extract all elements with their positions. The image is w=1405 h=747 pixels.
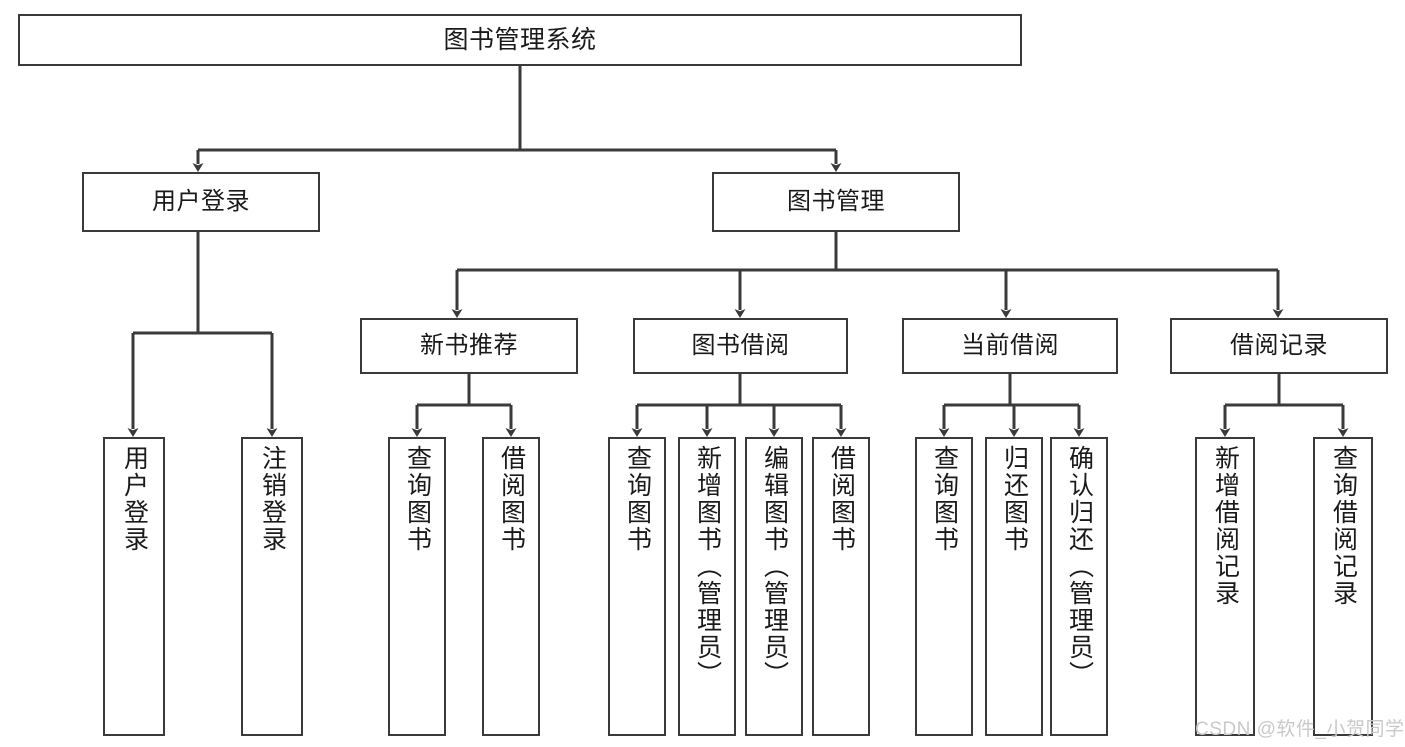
- node-leaf-add-book-admin[interactable]: 新增图书（管理员）: [678, 437, 736, 736]
- node-user-login[interactable]: 用户登录: [82, 172, 320, 232]
- node-label: 新书推荐: [420, 331, 518, 359]
- node-label: 图书管理: [787, 187, 885, 215]
- node-leaf-user-login[interactable]: 用户登录: [103, 437, 165, 736]
- node-label: 注销登录: [258, 445, 287, 553]
- node-label: 借阅图书: [497, 445, 526, 553]
- node-label: 查询图书: [930, 445, 959, 553]
- node-label: 当前借阅: [961, 331, 1059, 359]
- node-borrow-record[interactable]: 借阅记录: [1170, 318, 1388, 374]
- node-leaf-edit-book-admin[interactable]: 编辑图书（管理员）: [745, 437, 803, 736]
- node-current-borrow[interactable]: 当前借阅: [902, 318, 1118, 374]
- node-label: 查询图书: [403, 445, 432, 553]
- node-new-book-recommend[interactable]: 新书推荐: [360, 318, 578, 374]
- node-book-management[interactable]: 图书管理: [712, 172, 960, 232]
- watermark: CSDN @软件_小贺同学: [1195, 719, 1405, 740]
- node-leaf-query-book-current[interactable]: 查询图书: [915, 437, 973, 736]
- node-label: 查询图书: [623, 445, 652, 553]
- node-leaf-query-book-borrow[interactable]: 查询图书: [608, 437, 666, 736]
- node-leaf-confirm-return-admin[interactable]: 确认归还（管理员）: [1050, 437, 1108, 736]
- node-leaf-borrow-book[interactable]: 借阅图书: [812, 437, 870, 736]
- node-label: 查询借阅记录: [1329, 445, 1358, 607]
- node-label: 新增借阅记录: [1211, 445, 1240, 607]
- node-leaf-add-borrow-record[interactable]: 新增借阅记录: [1195, 437, 1255, 736]
- node-label: 确认归还（管理员）: [1065, 445, 1094, 688]
- node-label: 图书借阅: [691, 331, 790, 359]
- node-label: 编辑图书（管理员）: [760, 445, 789, 688]
- node-label: 新增图书（管理员）: [693, 445, 722, 688]
- node-book-borrow[interactable]: 图书借阅: [633, 318, 848, 374]
- node-label: 借阅图书: [827, 445, 856, 553]
- node-leaf-query-borrow-record[interactable]: 查询借阅记录: [1313, 437, 1373, 736]
- node-label: 图书管理系统: [443, 26, 597, 54]
- node-root-system[interactable]: 图书管理系统: [18, 14, 1022, 66]
- node-leaf-return-book[interactable]: 归还图书: [985, 437, 1043, 736]
- node-label: 用户登录: [152, 187, 250, 215]
- node-label: 借阅记录: [1230, 331, 1328, 359]
- node-label: 用户登录: [120, 445, 149, 553]
- node-leaf-query-book-recommend[interactable]: 查询图书: [388, 437, 446, 736]
- node-label: 归还图书: [1000, 445, 1029, 553]
- node-leaf-logout[interactable]: 注销登录: [241, 437, 303, 736]
- node-leaf-borrow-book-recommend[interactable]: 借阅图书: [482, 437, 540, 736]
